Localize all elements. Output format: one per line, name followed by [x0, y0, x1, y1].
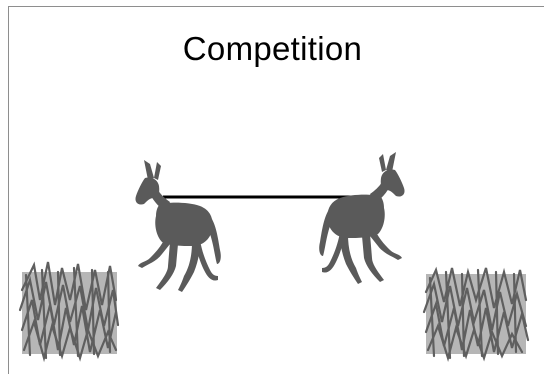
left-donkey-icon: [135, 160, 221, 292]
right-donkey-icon: [319, 152, 405, 284]
left-hay-pile-icon: [18, 261, 120, 363]
right-hay-pile-icon: [422, 266, 530, 362]
slide-title: Competition: [182, 30, 363, 67]
slide-frame: [8, 6, 544, 374]
